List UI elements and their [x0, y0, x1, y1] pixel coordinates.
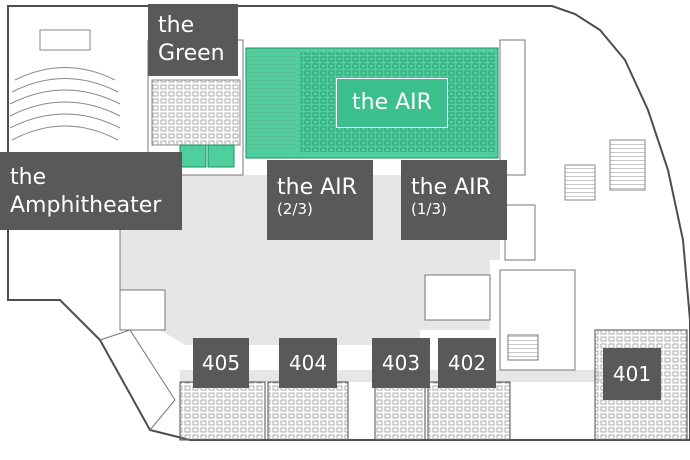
- label-the-green-text: the Green: [158, 13, 225, 66]
- label-the-air-2-3-text: the AIR: [277, 175, 357, 200]
- label-room-405: 405: [193, 338, 249, 388]
- label-room-402-text: 402: [447, 351, 487, 375]
- label-room-401-text: 401: [612, 362, 652, 386]
- amphitheater-seating: [9, 29, 121, 141]
- label-the-air-text: the AIR: [352, 90, 432, 115]
- label-room-401: 401: [603, 348, 661, 400]
- green-room-b: [207, 144, 235, 168]
- label-room-404-text: 404: [288, 351, 328, 375]
- label-the-air-1-3-text: the AIR: [411, 175, 491, 200]
- label-room-403: 403: [372, 338, 430, 388]
- label-room-405-text: 405: [201, 351, 241, 375]
- green-room-a: [179, 144, 207, 168]
- label-room-402: 402: [438, 338, 496, 388]
- label-room-404: 404: [279, 338, 337, 388]
- label-room-403-text: 403: [381, 351, 421, 375]
- label-the-air-2-3: the AIR (2/3): [267, 160, 373, 240]
- label-the-green: the Green: [148, 4, 238, 76]
- restroom-core: [424, 274, 491, 321]
- label-the-amphitheater: the Amphitheater: [0, 152, 182, 230]
- green-seating: [151, 79, 241, 146]
- label-the-air-1-3: the AIR (1/3): [401, 160, 507, 240]
- label-the-air: the AIR: [336, 78, 448, 128]
- label-the-air-2-3-sub: (2/3): [277, 200, 313, 218]
- label-the-air-1-3-sub: (1/3): [411, 200, 447, 218]
- label-the-amphitheater-text: the Amphitheater: [10, 165, 162, 218]
